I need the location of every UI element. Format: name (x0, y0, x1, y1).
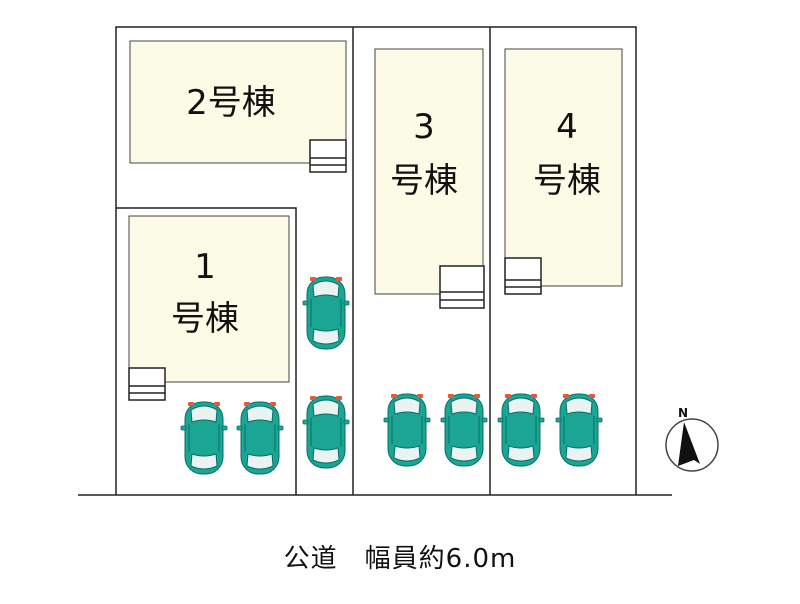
car-1a (180, 401, 228, 475)
building-3: 3 号棟 (374, 48, 485, 309)
car-2b (302, 395, 350, 469)
north-arrow-icon (678, 422, 700, 466)
car-1b (236, 401, 284, 475)
north-compass: N (665, 406, 719, 472)
road-label: 公道 幅員約6.0m (283, 544, 517, 574)
building-4: 4 号棟 (504, 48, 623, 295)
building-3-entry-steps (439, 265, 485, 309)
north-label: N (678, 406, 688, 420)
building-4-label-suffix: 号棟 (533, 161, 601, 201)
building-2-entry-steps (309, 139, 347, 173)
building-4-label-number: 4 (556, 107, 578, 147)
car-4b (555, 393, 603, 467)
car-3a (383, 393, 431, 467)
building-3-label-suffix: 号棟 (390, 161, 458, 201)
building-4-entry-steps (504, 257, 542, 295)
building-2: 2号棟 (129, 40, 347, 173)
car-2a (302, 276, 350, 350)
building-1-entry-steps (128, 367, 166, 401)
building-2-label: 2号棟 (186, 83, 276, 123)
building-1-label-suffix: 号棟 (171, 299, 239, 339)
car-4a (497, 393, 545, 467)
car-3b (440, 393, 488, 467)
building-1: 1 号棟 (128, 215, 290, 401)
lot-1-boundary (116, 207, 297, 495)
site-boundary (115, 26, 637, 495)
building-1-label-number: 1 (194, 247, 216, 287)
building-3-label-number: 3 (413, 107, 435, 147)
